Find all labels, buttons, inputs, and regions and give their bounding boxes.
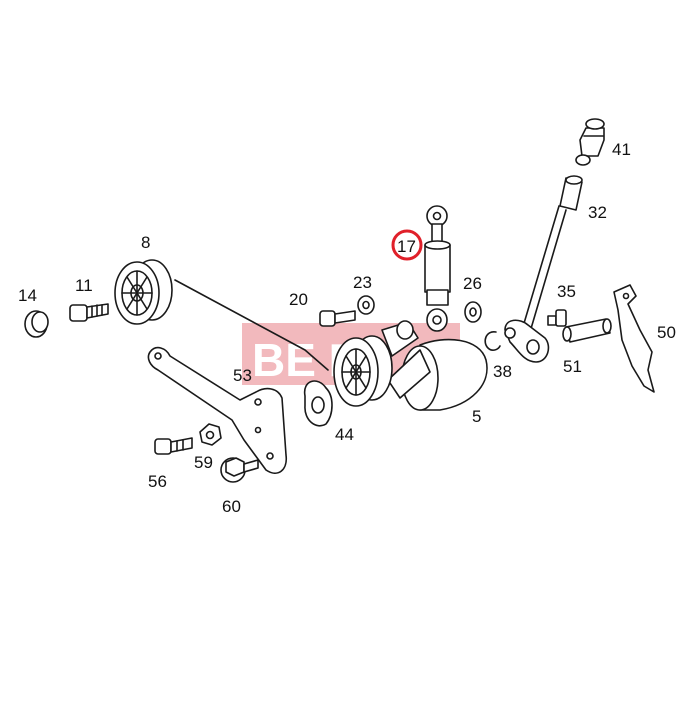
part-41-sleeve bbox=[575, 118, 605, 166]
lever bbox=[504, 319, 550, 363]
part-8-pulley bbox=[114, 259, 173, 325]
label-53: 53 bbox=[233, 366, 252, 385]
label-14: 14 bbox=[18, 286, 37, 305]
leader-line-8 bbox=[174, 279, 329, 371]
part-60-bolt bbox=[220, 457, 259, 483]
label-17: 17 bbox=[397, 237, 416, 256]
part-56-bolt bbox=[154, 437, 193, 455]
part-14-cap bbox=[24, 310, 49, 338]
label-51: 51 bbox=[563, 357, 582, 376]
label-8: 8 bbox=[141, 233, 150, 252]
label-20: 20 bbox=[289, 290, 308, 309]
highlight-circle-17 bbox=[391, 229, 423, 261]
label-35: 35 bbox=[557, 282, 576, 301]
label-56: 56 bbox=[148, 472, 167, 491]
label-41: 41 bbox=[612, 140, 631, 159]
part-23-washer bbox=[357, 295, 375, 315]
label-50: 50 bbox=[657, 323, 676, 342]
label-38: 38 bbox=[493, 362, 512, 381]
label-32: 32 bbox=[588, 203, 607, 222]
part-32-rod bbox=[521, 175, 583, 333]
part-38-circlip bbox=[484, 331, 501, 351]
label-11: 11 bbox=[75, 276, 93, 295]
part-20-bolt bbox=[319, 310, 356, 327]
label-23: 23 bbox=[353, 273, 372, 292]
part-35-screw bbox=[547, 309, 567, 327]
part-17-shock-absorber bbox=[424, 205, 451, 332]
label-60: 60 bbox=[222, 497, 241, 516]
label-59: 59 bbox=[194, 453, 213, 472]
part-26-washer bbox=[464, 301, 482, 323]
label-5: 5 bbox=[472, 407, 481, 426]
part-11-bolt bbox=[69, 303, 109, 322]
part-5-tensioner bbox=[333, 320, 488, 411]
callout-labels: 41 32 17 8 14 11 23 20 26 35 50 53 38 51… bbox=[18, 140, 676, 516]
label-44: 44 bbox=[335, 425, 354, 444]
part-44-gasket bbox=[303, 380, 333, 427]
label-26: 26 bbox=[463, 274, 482, 293]
part-50-bracket bbox=[613, 284, 655, 393]
part-59-nut bbox=[199, 423, 222, 446]
part-51-pin bbox=[562, 318, 612, 343]
part-53-bracket bbox=[147, 346, 288, 474]
